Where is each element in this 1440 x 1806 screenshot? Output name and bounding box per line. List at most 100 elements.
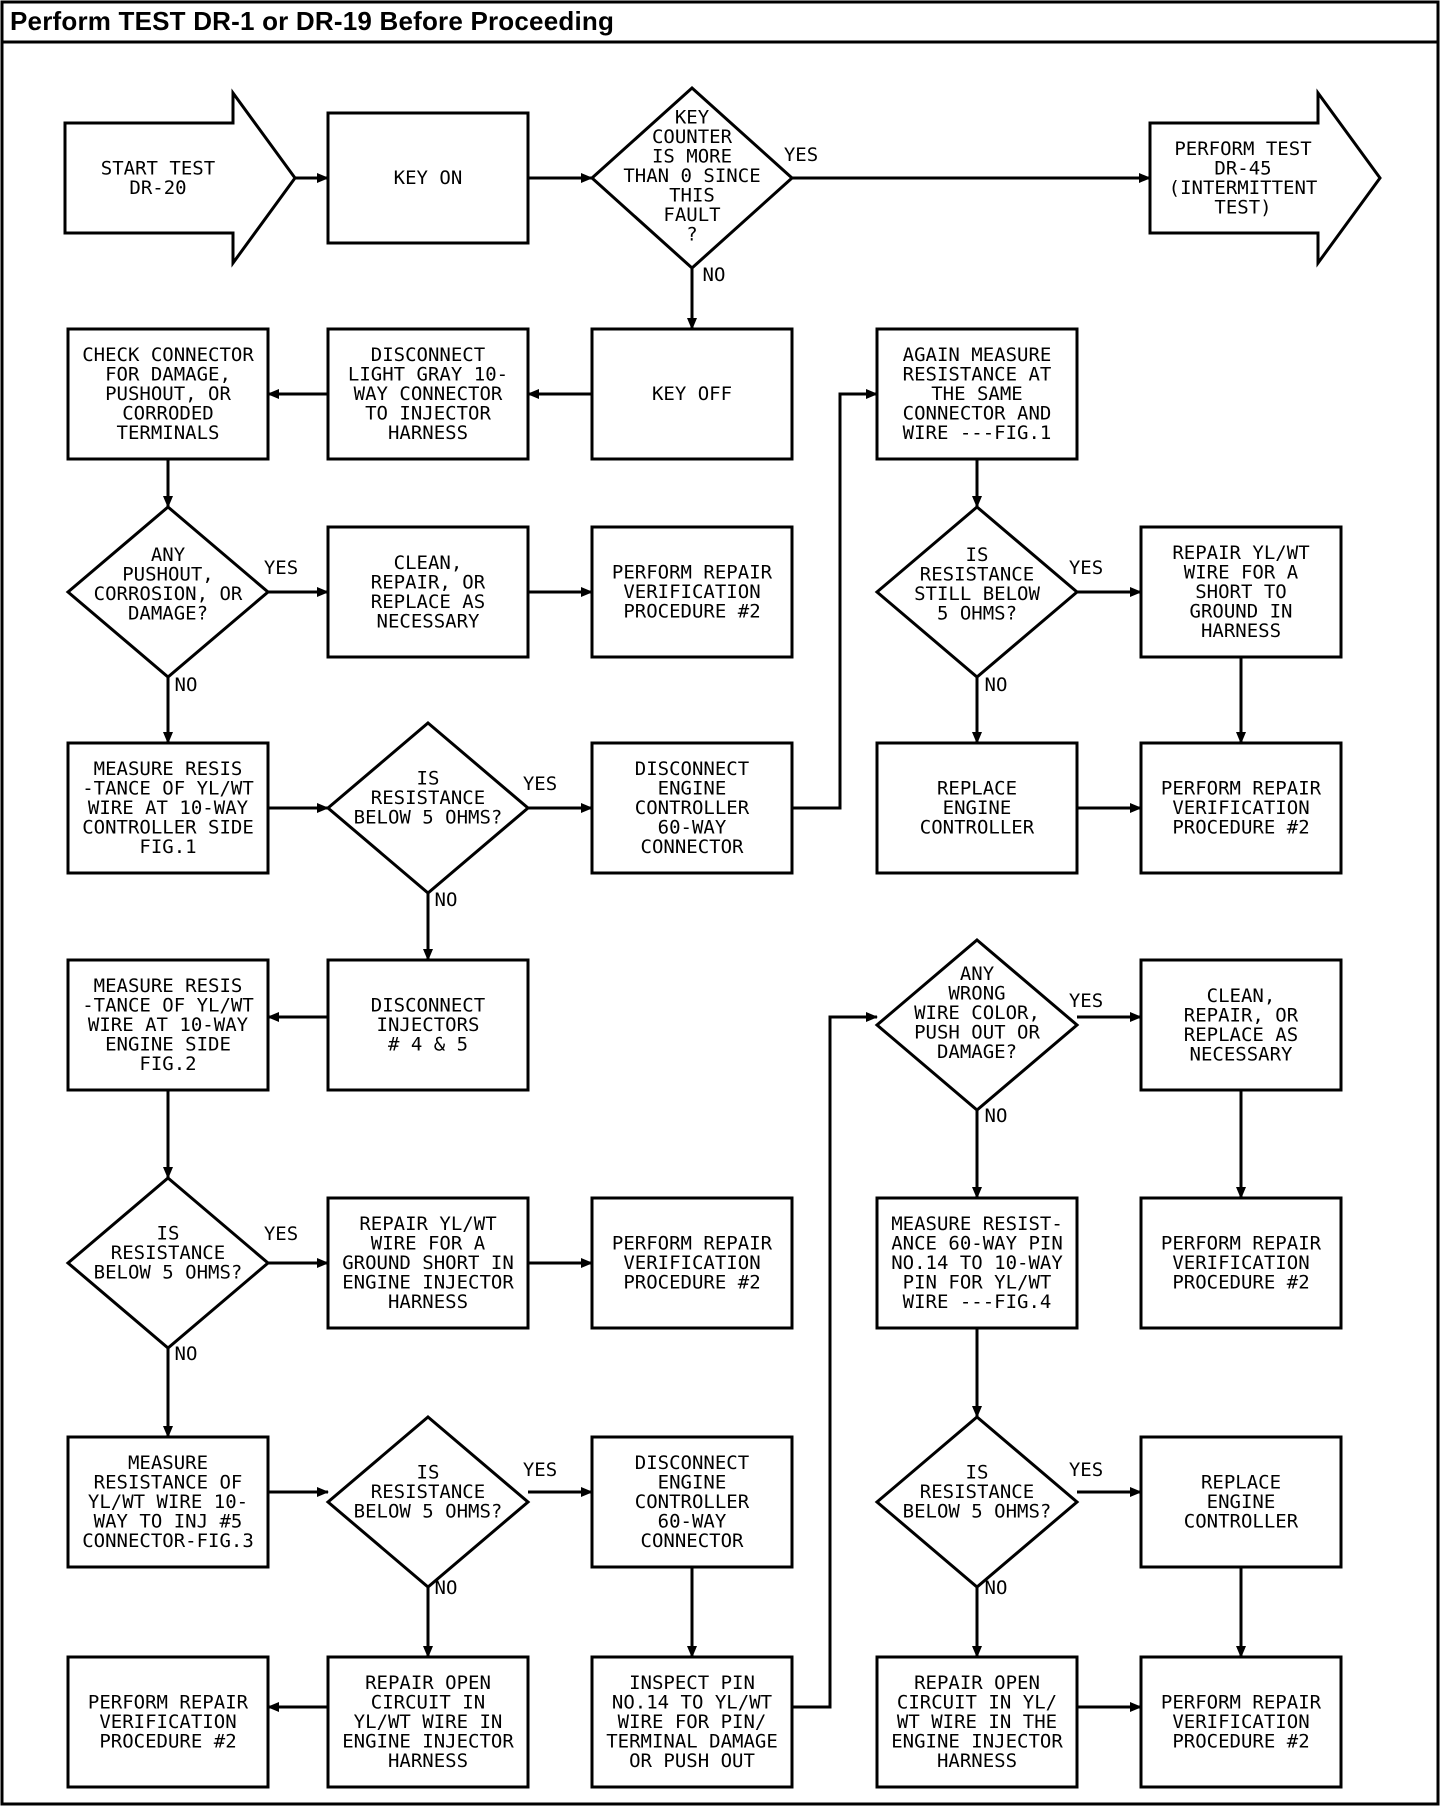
node-text: BELOW 5 OHMS? bbox=[354, 807, 503, 829]
node-text: WIRE FOR A bbox=[371, 1233, 486, 1255]
node-text: CONNECTOR AND bbox=[903, 403, 1052, 425]
node-text: MEASURE RESIST- bbox=[891, 1213, 1063, 1235]
node-text: REPAIR OPEN bbox=[365, 1672, 491, 1694]
node-key-on: KEY ON bbox=[326, 111, 530, 245]
node-text: RESISTANCE bbox=[920, 563, 1034, 585]
node-text: PERFORM REPAIR bbox=[1161, 1692, 1322, 1714]
decision-diamond bbox=[874, 1415, 1080, 1589]
process-box bbox=[1139, 1196, 1343, 1330]
node-text: DR-20 bbox=[129, 177, 186, 199]
process-box bbox=[66, 1435, 270, 1569]
node-text: HARNESS bbox=[388, 1291, 468, 1313]
node-text: WAY CONNECTOR bbox=[354, 383, 503, 405]
node-text: PIN FOR YL/WT bbox=[903, 1272, 1052, 1294]
no-label: NO bbox=[175, 1343, 198, 1365]
node-text: DR-45 bbox=[1214, 157, 1271, 179]
process-box bbox=[1139, 1435, 1343, 1569]
decision-diamond bbox=[589, 85, 795, 271]
node-text: RESISTANCE bbox=[111, 1242, 225, 1264]
node-text: WT WIRE IN THE bbox=[897, 1711, 1057, 1733]
yes-label: YES bbox=[523, 773, 557, 795]
node-text: BELOW 5 OHMS? bbox=[903, 1501, 1052, 1523]
process-box bbox=[875, 741, 1079, 875]
process-box bbox=[326, 111, 530, 245]
process-box bbox=[590, 525, 794, 659]
process-box bbox=[326, 958, 530, 1092]
node-text: DISCONNECT bbox=[371, 995, 485, 1017]
node-text: PERFORM TEST bbox=[1174, 138, 1311, 160]
node-text: ENGINE bbox=[658, 778, 727, 800]
node-text: CONTROLLER SIDE bbox=[82, 817, 254, 839]
node-text: IS bbox=[966, 544, 989, 566]
yes-label: YES bbox=[1069, 990, 1103, 1012]
node-text: ENGINE bbox=[658, 1472, 727, 1494]
node-text: DAMAGE? bbox=[937, 1041, 1017, 1063]
node-text: HARNESS bbox=[937, 1750, 1017, 1772]
node-text: WIRE COLOR, bbox=[914, 1002, 1040, 1024]
node-text: IS bbox=[157, 1223, 180, 1245]
node-text: PROCEDURE #2 bbox=[1172, 1272, 1309, 1294]
node-text: ANY bbox=[151, 544, 186, 566]
node-text: REPAIR, OR bbox=[371, 571, 486, 593]
node-text: ENGINE bbox=[943, 797, 1012, 819]
node-text: FIG.1 bbox=[139, 836, 196, 858]
process-box bbox=[590, 741, 794, 875]
node-text: DAMAGE? bbox=[128, 602, 208, 624]
node-text: IS bbox=[417, 1462, 440, 1484]
no-label: NO bbox=[435, 889, 458, 911]
node-text: GROUND IN bbox=[1190, 601, 1293, 623]
process-box bbox=[1139, 958, 1343, 1092]
node-text: ENGINE INJECTOR bbox=[891, 1731, 1063, 1753]
node-text: WAY TO INJ #5 bbox=[94, 1511, 243, 1533]
node-text: INSPECT PIN bbox=[629, 1672, 755, 1694]
node-text: CONTROLLER bbox=[920, 817, 1035, 839]
connector-lines bbox=[163, 173, 1246, 1712]
node-text: BELOW 5 OHMS? bbox=[354, 1501, 503, 1523]
yes-label: YES bbox=[784, 144, 818, 166]
node-text: ? bbox=[686, 224, 697, 246]
decision-diamond bbox=[874, 505, 1080, 679]
node-text: ENGINE SIDE bbox=[105, 1034, 231, 1056]
node-text: ANCE 60-WAY PIN bbox=[891, 1233, 1063, 1255]
node-text: START TEST bbox=[101, 157, 215, 179]
node-text: RESISTANCE bbox=[371, 787, 485, 809]
process-box bbox=[326, 1196, 530, 1330]
node-text: REPAIR YL/WT bbox=[1172, 542, 1309, 564]
no-label: NO bbox=[985, 674, 1008, 696]
decision-diamond bbox=[65, 505, 271, 679]
node-text: SHORT TO bbox=[1195, 581, 1287, 603]
process-box bbox=[590, 1196, 794, 1330]
node-text: CIRCUIT IN YL/ bbox=[897, 1692, 1057, 1714]
node-text: PROCEDURE #2 bbox=[1172, 817, 1309, 839]
node-text: AGAIN MEASURE bbox=[903, 344, 1052, 366]
node-text: VERIFICATION bbox=[623, 581, 760, 603]
flow-arrow bbox=[792, 389, 878, 810]
node-text: CHECK CONNECTOR bbox=[82, 344, 254, 366]
node-text: CIRCUIT IN bbox=[371, 1692, 485, 1714]
node-text: TERMINAL DAMAGE bbox=[606, 1731, 778, 1753]
node-text: CONNECTOR-FIG.3 bbox=[82, 1530, 254, 1552]
node-text: REPAIR YL/WT bbox=[359, 1213, 496, 1235]
node-text: CONTROLLER bbox=[635, 1491, 750, 1513]
decision-diamond bbox=[874, 938, 1080, 1112]
no-label: NO bbox=[985, 1105, 1008, 1127]
